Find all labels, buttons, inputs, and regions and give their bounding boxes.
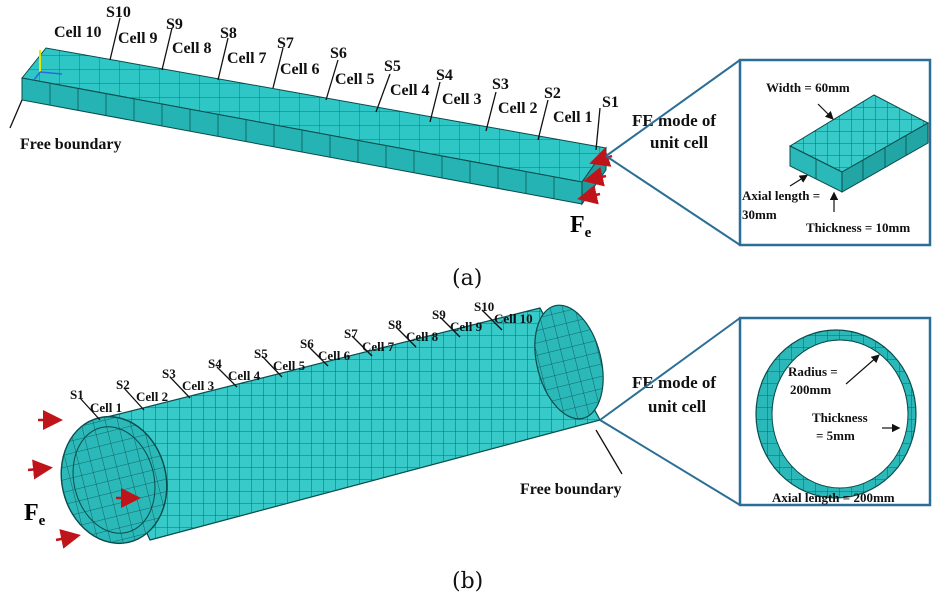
label-s6: S6 (330, 45, 347, 62)
label-cell-1: Cell 1 (553, 109, 593, 126)
label-cell-10: Cell 10 (54, 24, 102, 41)
label-s4: S4 (436, 67, 453, 84)
label-b-s10: S10 (474, 299, 494, 314)
label-b-cell-9: Cell 9 (450, 319, 483, 334)
label-cell-5: Cell 5 (335, 71, 375, 88)
label-b-cell-2: Cell 2 (136, 389, 168, 404)
label-s7: S7 (277, 35, 294, 52)
label-b-s9: S9 (432, 307, 446, 322)
unit-cell-ring (755, 329, 917, 499)
section-ticks-a (109, 17, 601, 151)
section-ticks-b (79, 309, 503, 421)
force-arrows-b (27, 410, 141, 549)
axial-arrow-a (789, 174, 809, 187)
thickness-label-b-2: = 5mm (816, 428, 855, 443)
thickness-label-b-1: Thickness (812, 410, 868, 425)
unit-cell-block (788, 94, 930, 193)
radius-label-2: 200mm (790, 382, 831, 397)
label-b-cell-6: Cell 6 (318, 348, 351, 363)
label-b-s7: S7 (344, 326, 358, 341)
cell-labels-a: Cell 1 Cell 2 Cell 3 Cell 4 Cell 5 Cell … (54, 24, 593, 126)
section-labels-b: S1 S2 S3 S4 S5 S6 S7 S8 S9 S10 (70, 299, 494, 402)
label-b-cell-3: Cell 3 (182, 378, 215, 393)
label-b-cell-5: Cell 5 (273, 358, 306, 373)
width-label: Width = 60mm (766, 80, 850, 95)
radius-arrow (845, 354, 880, 385)
panel-b: S1 S2 S3 S4 S5 S6 S7 S8 S9 S10 Cell 1 Ce… (24, 299, 932, 594)
label-cell-4: Cell 4 (390, 82, 430, 99)
force-label-a: Fe (570, 212, 592, 241)
label-b-cell-4: Cell 4 (228, 368, 261, 383)
force-label-b: Fe (24, 500, 46, 529)
free-boundary-label-b: Free boundary (520, 481, 621, 498)
label-b-cell-10: Cell 10 (494, 311, 533, 326)
label-s10: S10 (106, 4, 131, 21)
cylinder-model (60, 304, 604, 545)
label-b-s6: S6 (300, 336, 314, 351)
fe-mode-line1-b: FE mode of (632, 373, 716, 392)
label-cell-8: Cell 8 (172, 40, 212, 57)
axial-label-a-1: Axial length = (742, 188, 820, 203)
fe-mode-line1-a: FE mode of (632, 111, 716, 130)
label-b-s1: S1 (70, 387, 84, 402)
free-boundary-label-a: Free boundary (20, 136, 121, 153)
label-b-s8: S8 (388, 317, 402, 332)
connector-lines-b (599, 317, 741, 506)
axial-label-b: Axial length = 200mm (772, 490, 895, 505)
free-boundary-leader-b (595, 429, 623, 475)
label-cell-3: Cell 3 (442, 91, 482, 108)
label-b-s5: S5 (254, 346, 268, 361)
caption-b: (b) (452, 569, 483, 594)
free-boundary-leader-a (9, 99, 23, 129)
label-b-cell-8: Cell 8 (406, 329, 439, 344)
plate-front-mesh (49, 83, 555, 199)
fe-mode-line2-b: unit cell (648, 397, 706, 416)
fe-mode-line2-a: unit cell (650, 133, 708, 152)
axial-label-a-2: 30mm (742, 207, 777, 222)
section-labels-a: S1 S2 S3 S4 S5 S6 S7 S8 S9 S10 (106, 4, 619, 111)
caption-a: (a) (452, 266, 482, 291)
label-cell-7: Cell 7 (227, 50, 267, 67)
label-cell-2: Cell 2 (498, 100, 538, 117)
label-b-s4: S4 (208, 356, 222, 371)
cell-labels-b: Cell 1 Cell 2 Cell 3 Cell 4 Cell 5 Cell … (90, 311, 533, 415)
label-b-s3: S3 (162, 366, 176, 381)
label-s5: S5 (384, 58, 401, 75)
label-s9: S9 (166, 16, 183, 33)
width-arrow (817, 103, 834, 120)
label-s8: S8 (220, 25, 237, 42)
radius-label-1: Radius = (788, 364, 838, 379)
label-cell-9: Cell 9 (118, 30, 158, 47)
label-b-cell-1: Cell 1 (90, 400, 122, 415)
axis-triad (33, 50, 63, 81)
connector-lines-a (605, 59, 741, 246)
thickness-label-a: Thickness = 10mm (806, 220, 910, 235)
label-s1: S1 (602, 94, 619, 111)
label-s2: S2 (544, 85, 561, 102)
label-b-s2: S2 (116, 377, 130, 392)
label-s3: S3 (492, 76, 509, 93)
label-b-cell-7: Cell 7 (362, 339, 395, 354)
panel-a: S1 S2 S3 S4 S5 S6 S7 S8 S9 S10 Cell 1 Ce… (9, 4, 932, 291)
label-cell-6: Cell 6 (280, 61, 320, 78)
